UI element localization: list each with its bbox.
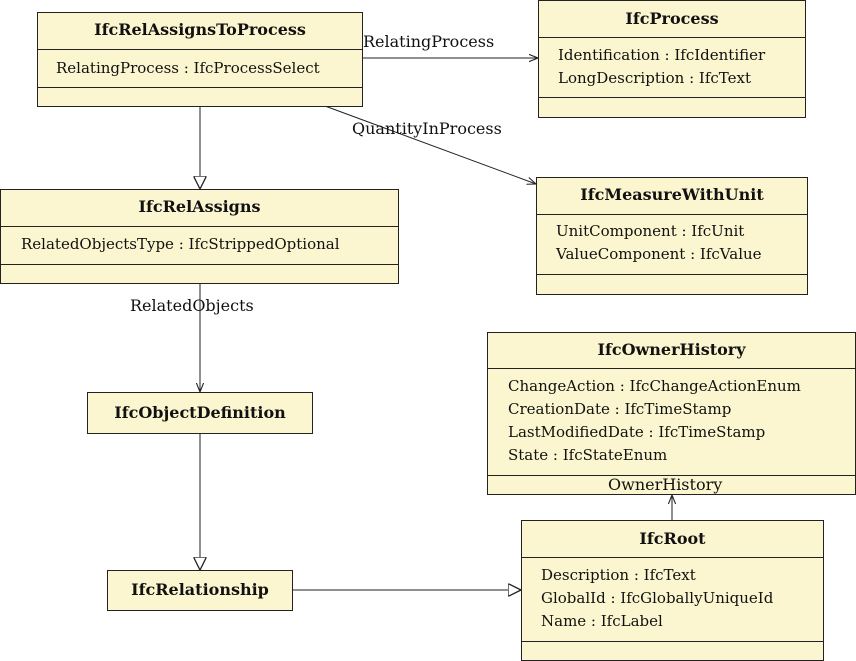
class-ifcrelassigns: IfcRelAssigns RelatedObjectsType : IfcSt… [0, 189, 399, 284]
class-name: IfcProcess [625, 9, 719, 28]
class-attribute: LongDescription : IfcText [558, 69, 752, 87]
class-attribute: GlobalId : IfcGloballyUniqueId [541, 589, 774, 607]
class-ifcobjectdefinition: IfcObjectDefinition [87, 392, 313, 434]
class-name: IfcOwnerHistory [597, 340, 746, 359]
class-ifcownerhistory: IfcOwnerHistory ChangeAction : IfcChange… [487, 332, 856, 495]
class-divider [539, 37, 805, 38]
class-attribute: Name : IfcLabel [541, 612, 663, 630]
class-name: IfcRelationship [131, 580, 269, 599]
class-attribute: State : IfcStateEnum [508, 446, 668, 464]
label-relating-process: RelatingProcess [363, 32, 495, 51]
class-divider [1, 226, 398, 227]
class-ifcrelassignstoprocess: IfcRelAssignsToProcess RelatingProcess :… [37, 12, 363, 107]
class-divider [522, 557, 823, 558]
class-divider [537, 274, 807, 275]
class-attribute: LastModifiedDate : IfcTimeStamp [508, 423, 766, 441]
class-ifcroot: IfcRoot Description : IfcText GlobalId :… [521, 520, 824, 661]
class-attribute: RelatingProcess : IfcProcessSelect [56, 59, 320, 77]
class-divider [537, 214, 807, 215]
class-divider [38, 87, 362, 88]
class-divider [488, 475, 855, 476]
class-attribute: CreationDate : IfcTimeStamp [508, 400, 732, 418]
class-attribute: UnitComponent : IfcUnit [556, 222, 745, 240]
class-ifcrelationship: IfcRelationship [107, 570, 293, 611]
class-ifcmeasurewithunit: IfcMeasureWithUnit UnitComponent : IfcUn… [536, 177, 808, 295]
class-divider [522, 641, 823, 642]
label-owner-history: OwnerHistory [608, 475, 723, 494]
class-attribute: ValueComponent : IfcValue [556, 245, 762, 263]
class-ifcprocess: IfcProcess Identification : IfcIdentifie… [538, 0, 806, 118]
class-name: IfcRelAssignsToProcess [94, 20, 306, 39]
class-divider [38, 49, 362, 50]
label-related-objects: RelatedObjects [130, 296, 254, 315]
class-divider [539, 97, 805, 98]
class-attribute: ChangeAction : IfcChangeActionEnum [508, 377, 801, 395]
class-name: IfcRoot [639, 529, 706, 548]
class-attribute: Description : IfcText [541, 566, 696, 584]
class-name: IfcRelAssigns [138, 197, 261, 216]
class-divider [1, 264, 398, 265]
label-quantity-in-process: QuantityInProcess [352, 119, 502, 138]
class-attribute: Identification : IfcIdentifier [558, 46, 766, 64]
class-attribute: RelatedObjectsType : IfcStrippedOptional [21, 235, 340, 253]
class-name: IfcObjectDefinition [114, 403, 286, 422]
association-quantity-in-process [324, 105, 536, 184]
class-name: IfcMeasureWithUnit [580, 185, 764, 204]
class-divider [488, 368, 855, 369]
